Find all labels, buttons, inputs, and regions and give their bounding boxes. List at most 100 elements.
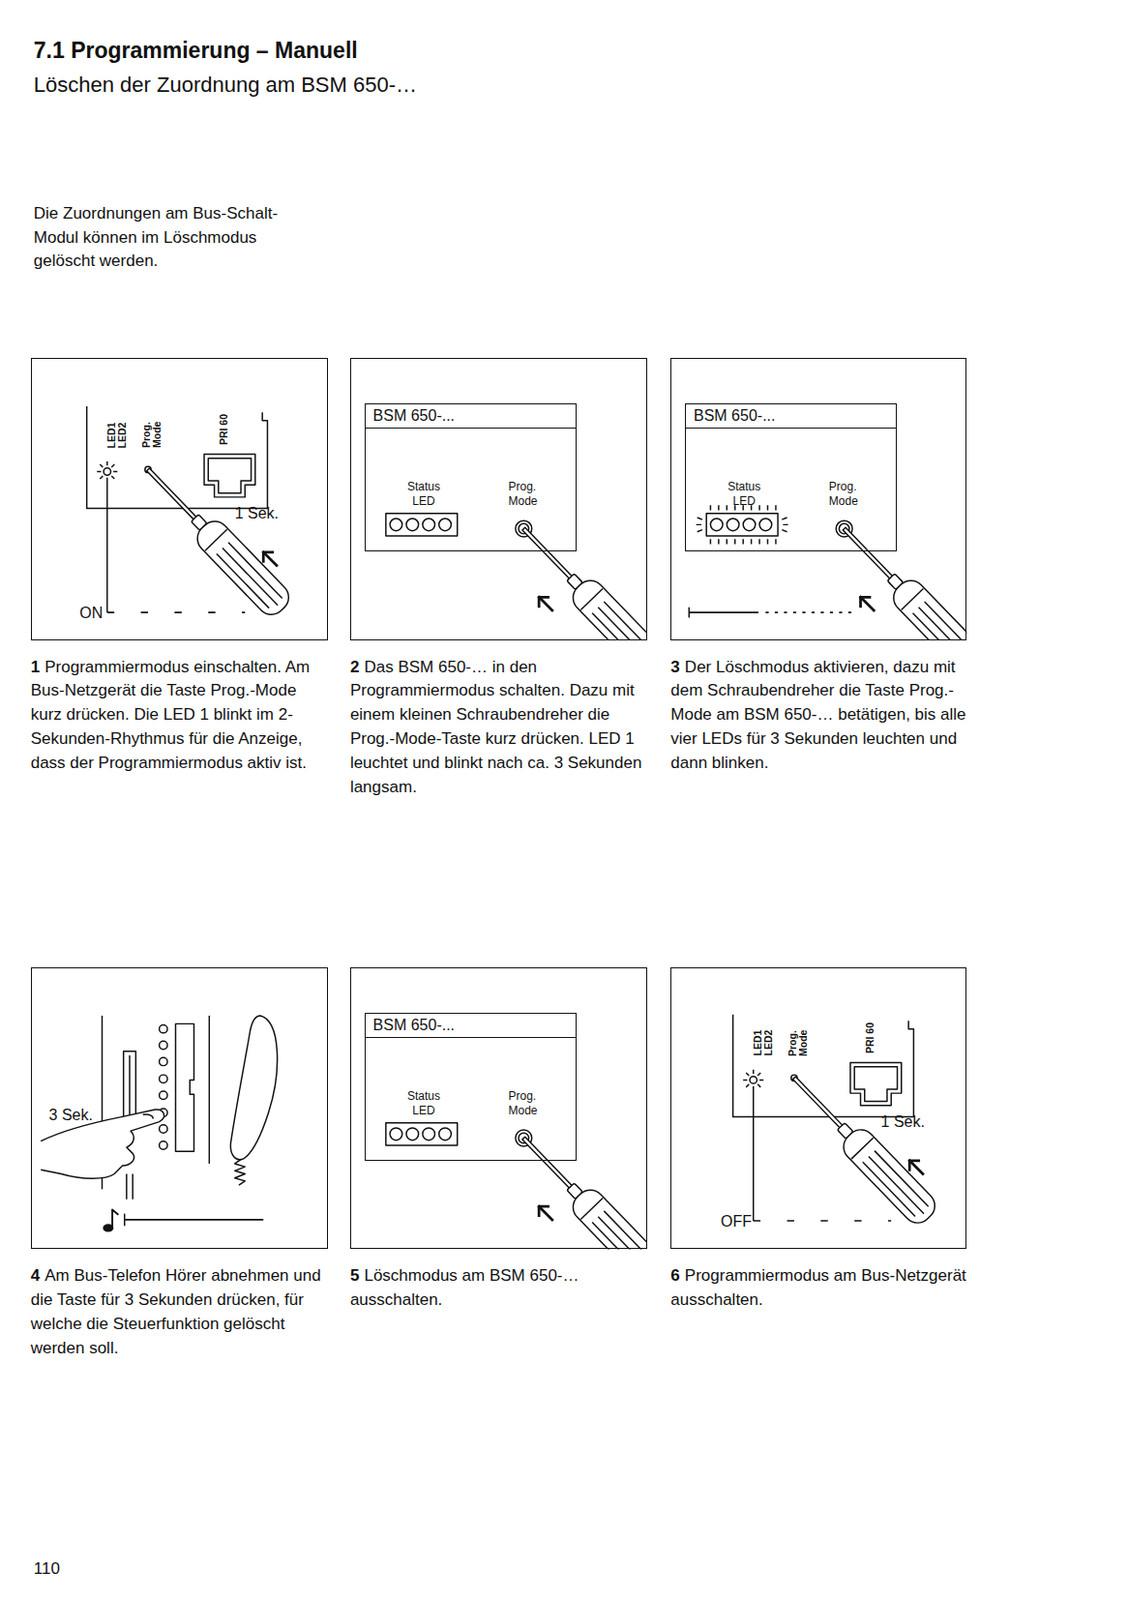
step-number: 5 [350, 1266, 359, 1285]
step-text: Am Bus-Telefon Hörer abnehmen und die Ta… [30, 1266, 322, 1357]
device-outline [87, 406, 268, 509]
status-led [406, 518, 419, 532]
page-number: 110 [33, 1559, 60, 1579]
led-strip [706, 513, 778, 536]
phone-cable [131, 1173, 133, 1199]
step-panel: 1Programmiermodus einschalten. Am Bus-Ne… [30, 357, 328, 640]
screwdriver-clip [511, 517, 648, 641]
status-led [726, 518, 740, 532]
step-caption: 1Programmiermodus einschalten. Am Bus-Ne… [30, 655, 327, 776]
led-label: Status LED [398, 1089, 449, 1119]
phone-key [159, 1074, 168, 1083]
power-supply-device [136, 458, 296, 622]
status-led [759, 518, 772, 532]
power-supply-device [87, 406, 296, 621]
status-led [742, 518, 756, 532]
time-dotted [765, 611, 854, 614]
power-supply-device [263, 552, 277, 566]
bsm-module-erase [688, 504, 991, 680]
fingernail [143, 1114, 154, 1119]
module-name: BSM 650-... [365, 404, 463, 427]
led-label: LED1 [106, 421, 118, 448]
step-caption: 5Löschmodus am BSM 650-… ausschalten. [350, 1264, 647, 1313]
header-divider [365, 1037, 577, 1039]
phone-key [159, 1057, 168, 1066]
bsm-module-detail [385, 1123, 671, 1290]
page-title: 7.1 Programmierung – Manuell [33, 36, 358, 64]
step-text: Programmiermodus am Bus-Netzgerät aussch… [670, 1266, 967, 1309]
phone-slot [123, 1051, 137, 1124]
step-number: 3 [670, 657, 680, 677]
connector-label: PRI 60 [864, 1022, 876, 1054]
jack-inner [207, 458, 251, 494]
step-number: 2 [350, 657, 359, 677]
phone-key [159, 1091, 168, 1099]
state-line [106, 481, 108, 613]
screwdriver-clip [511, 517, 648, 641]
step-text: Programmiermodus einschalten. Am Bus-Net… [30, 657, 311, 772]
handset [230, 1015, 277, 1160]
step-caption: 3Der Löschmodus aktivieren, dazu mit dem… [670, 655, 967, 776]
duration-label: 1 Sek. [235, 504, 279, 523]
tone-note-stem [112, 1209, 119, 1228]
step-text: Der Löschmodus aktivieren, dazu mit dem … [670, 657, 966, 772]
led-label: LED2 [116, 421, 127, 448]
led-label: Status LED [398, 479, 449, 509]
led-strip [385, 513, 458, 536]
button-label: Prog. Mode [141, 415, 162, 448]
bsm-module-detail [538, 596, 553, 611]
screwdriver-clip [832, 517, 968, 641]
step-text: Löschmodus am BSM 650-… ausschalten. [350, 1266, 580, 1309]
power-supply-device [733, 1014, 942, 1229]
power-supply-device [96, 461, 118, 482]
button-label: Prog. Mode [787, 1023, 808, 1057]
status-led [422, 518, 436, 532]
module-box: BSM 650-... [364, 403, 578, 552]
subtitle: Löschen der Zuordnung am BSM 650-… [33, 71, 417, 98]
bsm-module-detail [385, 513, 671, 681]
step-number: 4 [30, 1266, 40, 1285]
step-panel: 3Der Löschmodus aktivieren, dazu mit dem… [670, 357, 967, 640]
phone-key [159, 1040, 168, 1049]
state-label: OFF [720, 1212, 752, 1231]
led-label: LED2 [762, 1030, 773, 1057]
bus-telephone [40, 1015, 277, 1232]
led-label: LED1 [752, 1030, 764, 1057]
tone-line [124, 1218, 265, 1221]
phone-slot-inner [128, 1055, 130, 1119]
handset-cord [235, 1159, 246, 1186]
status-led [439, 518, 452, 532]
phone-edge [208, 1015, 210, 1164]
button-label: Prog. Mode [508, 1089, 552, 1119]
step-number: 1 [30, 657, 40, 677]
state-dashes [107, 611, 245, 614]
phone-key [159, 1125, 168, 1133]
header-divider [365, 427, 577, 429]
duration-label: 3 Sek. [49, 1105, 93, 1125]
step-panel: 5Löschmodus am BSM 650-… ausschalten.BSM… [350, 967, 648, 1249]
module-box: BSM 650-... [684, 403, 898, 552]
duration-label: 1 Sek. [881, 1112, 925, 1131]
step-panel: 6Programmiermodus am Bus-Netzgerät aussc… [670, 967, 967, 1249]
step-text: Das BSM 650-… in den Programmiermodus sc… [350, 657, 643, 797]
screwdriver-clip [832, 517, 968, 641]
connector-label: PRI 60 [218, 414, 230, 446]
module-name: BSM 650-... [685, 404, 783, 427]
time-solid [688, 611, 759, 614]
button-label: Prog. Mode [508, 479, 552, 509]
status-led [389, 518, 403, 532]
led-rays [696, 504, 789, 544]
step-panel: 2Das BSM 650-… in den Programmiermodus s… [350, 357, 648, 640]
bsm-module-erase [860, 596, 875, 611]
step-caption: 2Das BSM 650-… in den Programmiermodus s… [350, 655, 647, 801]
step-caption: 6Programmiermodus am Bus-Netzgerät aussc… [670, 1264, 967, 1313]
phone-key [159, 1141, 168, 1150]
illustration [40, 406, 991, 1290]
module-box: BSM 650-... [364, 1012, 578, 1161]
header-divider [685, 427, 897, 429]
step-caption: 4Am Bus-Telefon Hörer abnehmen und die T… [30, 1264, 327, 1361]
led-label: Status LED [718, 479, 770, 509]
jack-outer [204, 454, 256, 498]
step-number: 6 [670, 1266, 680, 1285]
